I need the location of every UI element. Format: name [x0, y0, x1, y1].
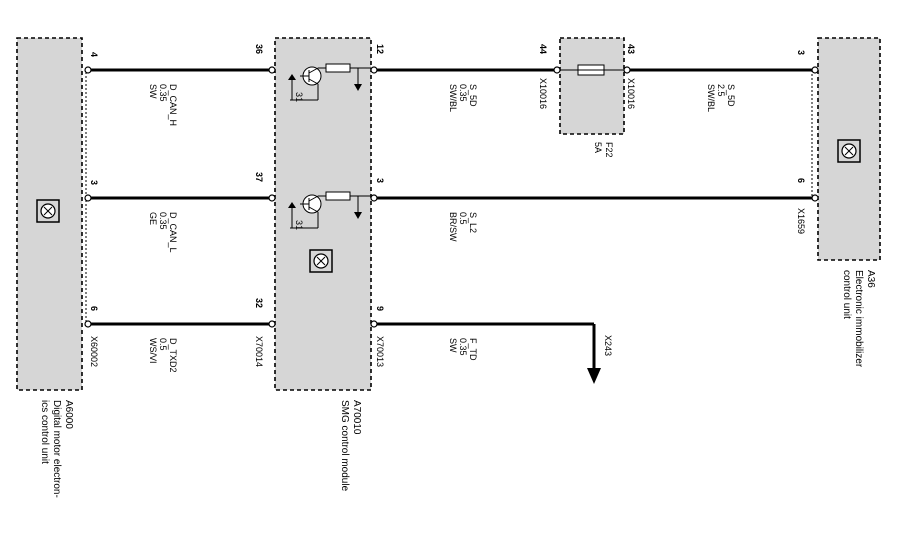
connector-label: X1659	[796, 208, 806, 234]
connector-label: X70013	[375, 336, 385, 367]
wire-signal-label: D_TXD2	[168, 338, 178, 373]
connector-label: X10016	[538, 78, 548, 109]
pin-number: 4	[89, 52, 99, 57]
fuse-f22-box[interactable]	[559, 37, 625, 135]
pin-number: 9	[375, 306, 385, 311]
x243-label: X243	[603, 335, 613, 356]
connector-label: X60002	[89, 336, 99, 367]
wire-size-label: 0.35	[158, 212, 168, 230]
pin-number: 3	[89, 180, 99, 185]
control-unit-icon	[36, 199, 60, 223]
module-name-label: SMG control module	[339, 400, 350, 492]
wire-size-label: 2.5	[716, 84, 726, 97]
wire-color-label: SW	[148, 84, 158, 99]
pin-number: 6	[796, 178, 806, 183]
wire-size-label: 0.35	[458, 84, 468, 102]
control-unit-icon	[837, 139, 861, 163]
transistor-pin-label: 31	[294, 92, 304, 102]
wire-signal-label: D_CAN_H	[168, 84, 178, 126]
pin-number: 6	[89, 306, 99, 311]
wire-color-label: WS/VI	[148, 338, 158, 364]
fuse-ref-label: F22	[604, 142, 614, 158]
transistor-pin-label: 31	[294, 220, 304, 230]
x243-arrow-icon	[587, 368, 601, 384]
pin-number: 43	[626, 44, 636, 54]
pin-number: 32	[254, 298, 264, 308]
module-name-label: Electronic immobilizer	[853, 270, 864, 368]
module-ref-label: A36	[865, 270, 876, 288]
wire-signal-label: D_CAN_L	[168, 212, 178, 253]
pin-number: 37	[254, 172, 264, 182]
wire-color-label: SW/BL	[448, 84, 458, 112]
pin-number: 12	[375, 44, 385, 54]
wire-size-label: 0.5	[458, 212, 468, 225]
wire-signal-label: S_5D	[726, 84, 736, 107]
wire-signal-label: F_TD	[468, 338, 478, 361]
module-ref-label: A6000	[63, 400, 74, 429]
module-name-label: Digital motor electron-	[51, 400, 62, 498]
wire-signal-label: S_5D	[468, 84, 478, 107]
connector-label: X70014	[254, 336, 264, 367]
connector-label: X10016	[626, 78, 636, 109]
wire-signal-label: S_L2	[468, 212, 478, 233]
pin-number: 44	[538, 44, 548, 54]
transistor-icon	[288, 63, 372, 101]
wire-size-label: 0.5	[158, 338, 168, 351]
fuse-rating-label: 5A	[593, 142, 603, 153]
module-ref-label: A70010	[351, 400, 362, 435]
module-name-label: control unit	[841, 270, 852, 319]
control-unit-icon	[309, 249, 333, 273]
pin-number: 36	[254, 44, 264, 54]
wire-color-label: SW	[448, 338, 458, 353]
wire-size-label: 0.35	[458, 338, 468, 356]
wire-color-label: GE	[148, 212, 158, 225]
module-name-label: ics control unit	[39, 400, 50, 464]
pin-number: 3	[375, 178, 385, 183]
transistor-icon	[288, 191, 372, 229]
module-a70010-box[interactable]	[274, 37, 372, 391]
pin-connectors	[84, 66, 819, 328]
wire-color-label: BR/SW	[448, 212, 458, 242]
wire-color-label: SW/BL	[706, 84, 716, 112]
pin-number: 3	[796, 50, 806, 55]
fuse-icon	[560, 64, 624, 76]
wire-size-label: 0.35	[158, 84, 168, 102]
